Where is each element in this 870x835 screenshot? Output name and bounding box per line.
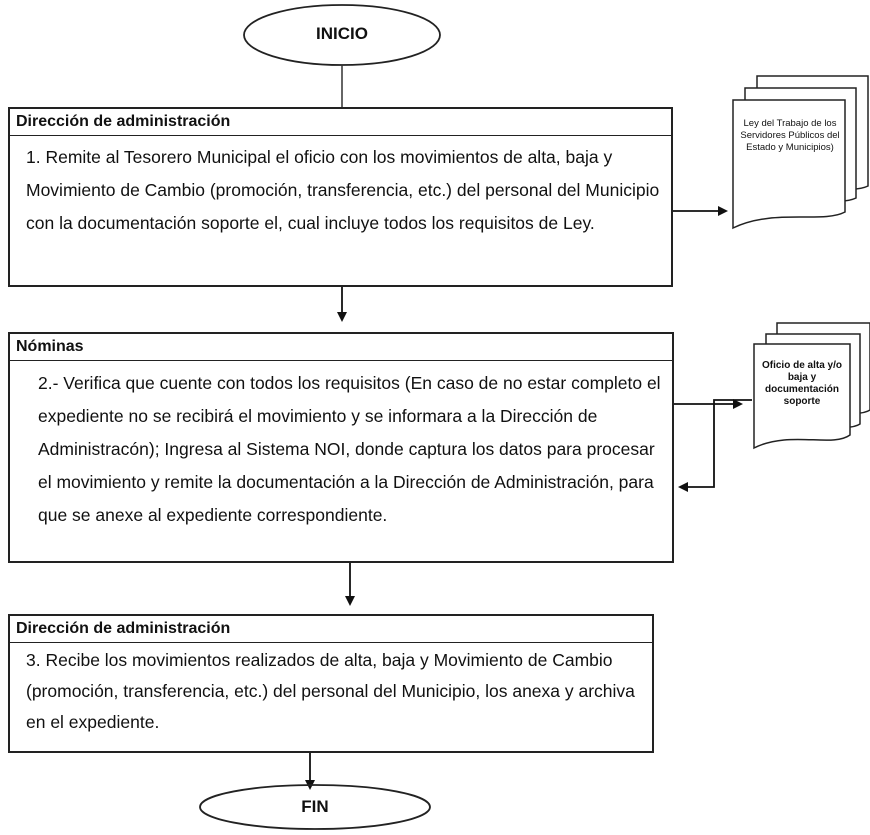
step-1-header: Dirección de administración xyxy=(10,109,671,136)
step-3-text: 3. Recibe los movimientos realizados de … xyxy=(26,650,635,732)
document-1-label: Ley del Trabajo de los Servidores Públic… xyxy=(740,118,840,153)
document-stack-2 xyxy=(753,322,870,450)
step-3-box: Dirección de administración 3. Recibe lo… xyxy=(8,614,654,753)
step-1-text: 1. Remite al Tesorero Municipal el ofici… xyxy=(26,147,660,233)
document-stack-1 xyxy=(732,75,869,230)
step-2-box: Nóminas 2.- Verifica que cuente con todo… xyxy=(8,332,674,563)
return-path-document2 xyxy=(678,399,752,492)
end-label: FIN xyxy=(301,797,329,816)
step-1-box: Dirección de administración 1. Remite al… xyxy=(8,107,673,287)
step-2-header: Nóminas xyxy=(10,334,672,361)
step-2-text: 2.- Verifica que cuente con todos los re… xyxy=(38,373,661,525)
end-terminal xyxy=(199,784,431,830)
start-label: INICIO xyxy=(316,24,368,43)
step-3-header: Dirección de administración xyxy=(10,616,652,643)
document-2-label: Oficio de alta y/o baja y documentación … xyxy=(761,360,843,407)
